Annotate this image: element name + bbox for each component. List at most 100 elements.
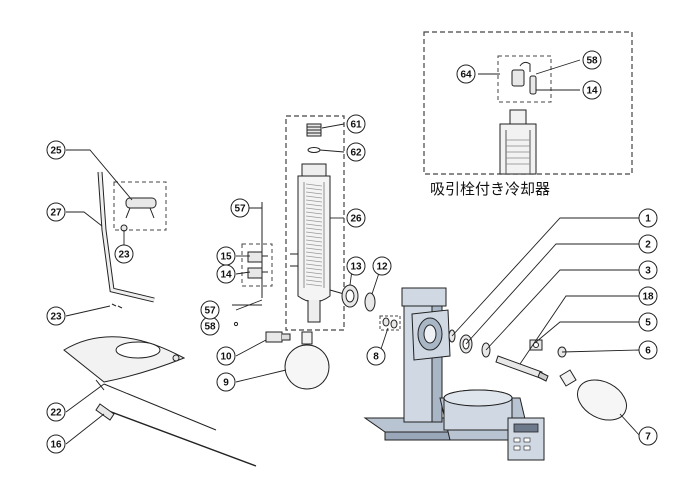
callout-c58b: 58: [582, 50, 602, 70]
callout-c22: 22: [46, 402, 66, 422]
callout-number: 22: [50, 408, 62, 419]
callout-number: 2: [645, 240, 651, 251]
callout-circle: [46, 306, 66, 326]
callout-circle: [456, 64, 476, 84]
callout-c15: 15: [216, 246, 236, 266]
callout-c25: 25: [46, 140, 66, 160]
part-61-cap: [306, 123, 322, 137]
callout-number: 5: [645, 318, 651, 329]
callout-number: 12: [376, 262, 388, 273]
part-7-evaporating-flask: [559, 369, 627, 421]
callout-number: 3: [645, 266, 651, 277]
callout-c16: 16: [46, 434, 66, 454]
part-27-stand-rod: [97, 171, 155, 303]
inset-suction-condenser: 吸引栓付き冷却器: [423, 31, 633, 198]
callout-c23b: 23: [46, 306, 66, 326]
part-25-clamp: [125, 197, 157, 219]
callout-number: 13: [350, 262, 362, 273]
part-10-joint: [265, 331, 291, 343]
callout-number: 14: [220, 270, 232, 281]
part-18-vapor-duct: [495, 355, 549, 382]
part-8-clamp: [379, 315, 401, 331]
callout-number: 15: [220, 252, 232, 263]
callout-number: 9: [223, 378, 229, 389]
receiving-parts: [265, 331, 330, 390]
callout-circle: [638, 426, 658, 446]
stand-parts: [97, 171, 167, 309]
part-9-receiving-flask: [284, 331, 330, 390]
motor-housing: [411, 309, 451, 361]
callout-c14a: 14: [216, 264, 236, 284]
shaft-parts: [448, 329, 627, 421]
callout-c64: 64: [456, 64, 476, 84]
control-panel: [507, 417, 545, 461]
callout-number: 16: [50, 440, 62, 451]
callout-c58a: 58: [200, 316, 220, 336]
callout-circle: [200, 300, 220, 320]
callout-circle: [114, 244, 134, 264]
callout-number: 64: [460, 70, 472, 81]
callout-number: 58: [204, 322, 216, 333]
part-14-valve: [247, 267, 268, 279]
part-13-joint-nut: [341, 284, 359, 308]
callout-c26: 26: [346, 208, 366, 228]
callout-number: 58: [586, 56, 598, 67]
callout-c9: 9: [216, 372, 236, 392]
callout-circle: [46, 402, 66, 422]
callout-circle: [216, 372, 236, 392]
joint-parts: [341, 284, 401, 331]
callout-c7: 7: [638, 426, 658, 446]
callout-number: 61: [350, 120, 362, 131]
callout-number: 62: [350, 148, 362, 159]
callout-number: 14: [586, 86, 598, 97]
callout-c1: 1: [638, 208, 658, 228]
callout-number: 10: [220, 352, 232, 363]
callout-circle: [346, 142, 366, 162]
callout-number: 57: [234, 204, 246, 215]
callout-c23a: 23: [114, 244, 134, 264]
callout-circle: [638, 340, 658, 360]
callout-c62: 62: [346, 142, 366, 162]
rotary-evaporator-unit: [363, 287, 545, 461]
callout-c10: 10: [216, 346, 236, 366]
callout-c18: 18: [638, 286, 658, 306]
callout-c57b: 57: [230, 198, 250, 218]
callout-c8: 8: [366, 346, 386, 366]
callout-circle: [372, 256, 392, 276]
part-58-oring: [233, 321, 239, 327]
part-12-seal: [364, 292, 376, 312]
callout-circle: [346, 208, 366, 228]
callout-circle: [366, 346, 386, 366]
callout-number: 57: [204, 306, 216, 317]
part-62-oring: [307, 147, 321, 153]
callout-number: 23: [118, 250, 130, 261]
callout-c14b: 14: [582, 80, 602, 100]
callout-circle: [638, 260, 658, 280]
part-22-feed-tube: [63, 336, 217, 431]
callout-circle: [638, 208, 658, 228]
callout-c12: 12: [372, 256, 392, 276]
callout-number: 27: [50, 208, 62, 219]
part-26-coil-condenser: [290, 163, 345, 323]
callout-circle: [638, 234, 658, 254]
callout-circle: [216, 246, 236, 266]
feed-parts: [63, 336, 257, 467]
callout-circle: [582, 80, 602, 100]
callout-c57a: 57: [200, 300, 220, 320]
callout-number: 1: [645, 214, 651, 225]
callout-circle: [346, 256, 366, 276]
part-5-clip: [529, 339, 543, 351]
callout-circle: [46, 434, 66, 454]
callout-circle: [582, 50, 602, 70]
callout-circle: [46, 202, 66, 222]
callout-number: 7: [645, 432, 651, 443]
callout-c3: 3: [638, 260, 658, 280]
callout-circle: [638, 286, 658, 306]
callout-c27: 27: [46, 202, 66, 222]
callout-number: 23: [50, 312, 62, 323]
part-16-feed-cock: [95, 403, 257, 467]
callout-number: 26: [350, 214, 362, 225]
callout-number: 8: [373, 352, 379, 363]
